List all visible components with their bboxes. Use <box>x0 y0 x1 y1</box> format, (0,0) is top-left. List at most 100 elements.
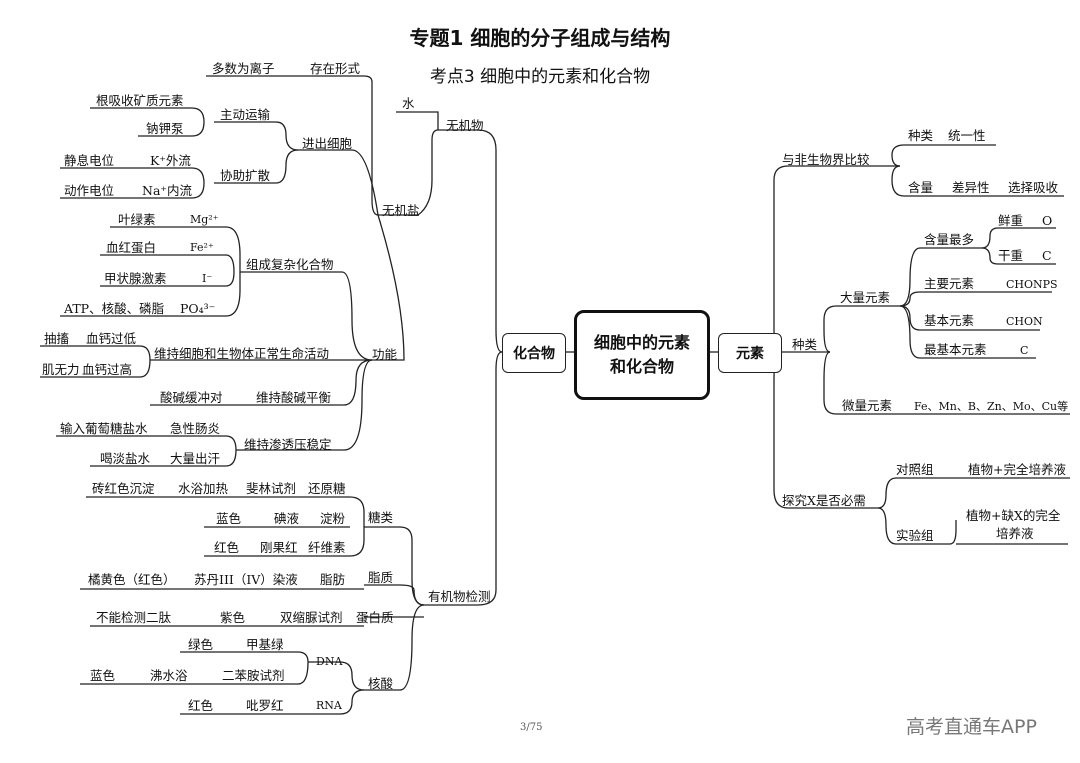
compare-label: 与非生物界比较 <box>782 152 870 167</box>
life-item-a: 肌无力 <box>42 362 80 377</box>
complex-item-name: 甲状腺激素 <box>104 271 167 286</box>
life-item-b: 血钙过低 <box>86 331 137 346</box>
complex-item-name: 叶绿素 <box>118 212 156 227</box>
complex-item-ion: Mg²⁺ <box>190 213 219 226</box>
fresh-value: O <box>1042 213 1053 228</box>
main-label: 主要元素 <box>924 276 975 291</box>
compound-node: 化合物 <box>502 333 566 373</box>
fat-label: 脂质 <box>368 570 394 585</box>
ph-value: 酸碱缓冲对 <box>160 390 223 405</box>
nucleic-cell: 吡罗红 <box>246 698 284 713</box>
form-value: 多数为离子 <box>212 61 275 76</box>
function-label: 功能 <box>372 347 398 362</box>
center-node: 细胞中的元素 和化合物 <box>574 310 710 400</box>
main-value: CHONPS <box>1006 278 1058 291</box>
center-line1: 细胞中的元素 <box>593 333 690 352</box>
fat-cell: 脂肪 <box>320 572 346 587</box>
nucleic-cell: 绿色 <box>188 637 214 652</box>
most-basic-label: 最基本元素 <box>924 342 987 357</box>
control-value: 植物+完全培养液 <box>968 462 1066 477</box>
basic-value: CHON <box>1006 315 1043 328</box>
passive-item-right: K⁺外流 <box>150 153 191 168</box>
sugar-cell: 纤维素 <box>308 540 346 555</box>
inorganic-label: 无机物 <box>446 118 484 133</box>
page-subtitle: 考点3 细胞中的元素和化合物 <box>429 67 651 87</box>
experiment-label: 实验组 <box>896 528 934 543</box>
page-title: 专题1 细胞的分子组成与结构 <box>409 26 671 50</box>
nucleic-label: 核酸 <box>368 676 394 691</box>
complex-item-ion: I⁻ <box>202 272 213 285</box>
sugar-cell: 碘液 <box>274 511 300 526</box>
life-item-a: 抽搐 <box>44 331 70 346</box>
sugar-cell: 水浴加热 <box>178 481 229 496</box>
ph-label: 维持酸碱平衡 <box>256 390 332 405</box>
life-label: 维持细胞和生物体正常生命活动 <box>154 346 330 361</box>
organic-label: 有机物检测 <box>428 589 491 604</box>
dry-value: C <box>1042 248 1052 263</box>
osmotic-item-a: 输入葡萄糖盐水 <box>60 421 148 436</box>
micro-value: Fe、Mn、B、Zn、Mo、Cu等 <box>914 400 1069 413</box>
experiment-value-2: 培养液 <box>996 526 1034 541</box>
compare-cell: 含量 <box>908 180 934 195</box>
active-item: 钠钾泵 <box>146 121 184 136</box>
life-item-b: 血钙过高 <box>82 362 133 377</box>
complex-label: 组成复杂化合物 <box>246 257 334 272</box>
most-basic-value: C <box>1020 344 1029 357</box>
complex-item-name: ATP、核酸、磷脂 <box>64 301 165 316</box>
complex-item-ion: Fe²⁺ <box>190 241 214 254</box>
sugar-cell: 砖红色沉淀 <box>92 481 155 496</box>
protein-cell: 不能检测二肽 <box>96 610 172 625</box>
protein-label: 蛋白质 <box>356 610 394 625</box>
sugar-cell: 还原糖 <box>308 481 346 496</box>
form-label: 存在形式 <box>310 61 361 76</box>
most-label: 含量最多 <box>924 232 975 247</box>
compare-cell: 种类 <box>908 128 934 143</box>
fresh-label: 鲜重 <box>998 213 1024 228</box>
rna-label: RNA <box>316 699 342 712</box>
compare-cell: 选择吸收 <box>1008 180 1059 195</box>
watermark: 高考直通车APP <box>906 716 1037 738</box>
sugar-label: 糖类 <box>368 510 394 525</box>
complex-item-ion: PO₄³⁻ <box>180 301 216 316</box>
nucleic-cell: 沸水浴 <box>150 668 188 683</box>
element-node: 元素 <box>718 333 782 373</box>
sugar-cell: 蓝色 <box>216 511 242 526</box>
control-label: 对照组 <box>896 462 934 477</box>
compare-cell: 统一性 <box>948 128 986 143</box>
osmotic-label: 维持渗透压稳定 <box>244 437 332 452</box>
osmotic-item-b: 大量出汗 <box>170 451 221 466</box>
nucleic-cell: 二苯胺试剂 <box>222 668 285 683</box>
nucleic-cell: 甲基绿 <box>246 637 284 652</box>
micro-label: 微量元素 <box>842 398 893 413</box>
fat-cell: 橘黄色（红色） <box>88 572 176 587</box>
water-label: 水 <box>402 96 415 111</box>
compare-cell: 差异性 <box>952 180 990 195</box>
sugar-cell: 刚果红 <box>260 540 298 555</box>
osmotic-item-a: 喝淡盐水 <box>100 451 151 466</box>
protein-cell: 紫色 <box>220 610 246 625</box>
dna-label: DNA <box>316 655 343 668</box>
nucleic-cell: 蓝色 <box>90 668 116 683</box>
passive-item-left: 动作电位 <box>64 183 115 198</box>
protein-cell: 双缩脲试剂 <box>280 610 343 625</box>
experiment-value-1: 植物+缺X的完全 <box>966 508 1061 523</box>
sugar-cell: 红色 <box>214 540 240 555</box>
dry-label: 干重 <box>998 248 1024 263</box>
basic-label: 基本元素 <box>924 313 975 328</box>
explore-label: 探究X是否必需 <box>782 493 866 508</box>
active-item: 根吸收矿质元素 <box>96 93 184 108</box>
passive-item-right: Na⁺内流 <box>142 183 192 198</box>
sugar-cell: 淀粉 <box>320 511 346 526</box>
entry-label: 进出细胞 <box>302 136 353 151</box>
fat-cell: 苏丹III（IV）染液 <box>194 572 298 587</box>
kinds-label: 种类 <box>792 337 818 352</box>
page-number: 3/75 <box>520 722 543 733</box>
complex-item-name: 血红蛋白 <box>106 240 157 255</box>
passive-item-left: 静息电位 <box>64 153 115 168</box>
active-transport-label: 主动运输 <box>220 107 271 122</box>
center-line2: 和化合物 <box>609 357 674 376</box>
osmotic-item-b: 急性肠炎 <box>170 421 221 436</box>
passive-transport-label: 协助扩散 <box>220 168 271 183</box>
